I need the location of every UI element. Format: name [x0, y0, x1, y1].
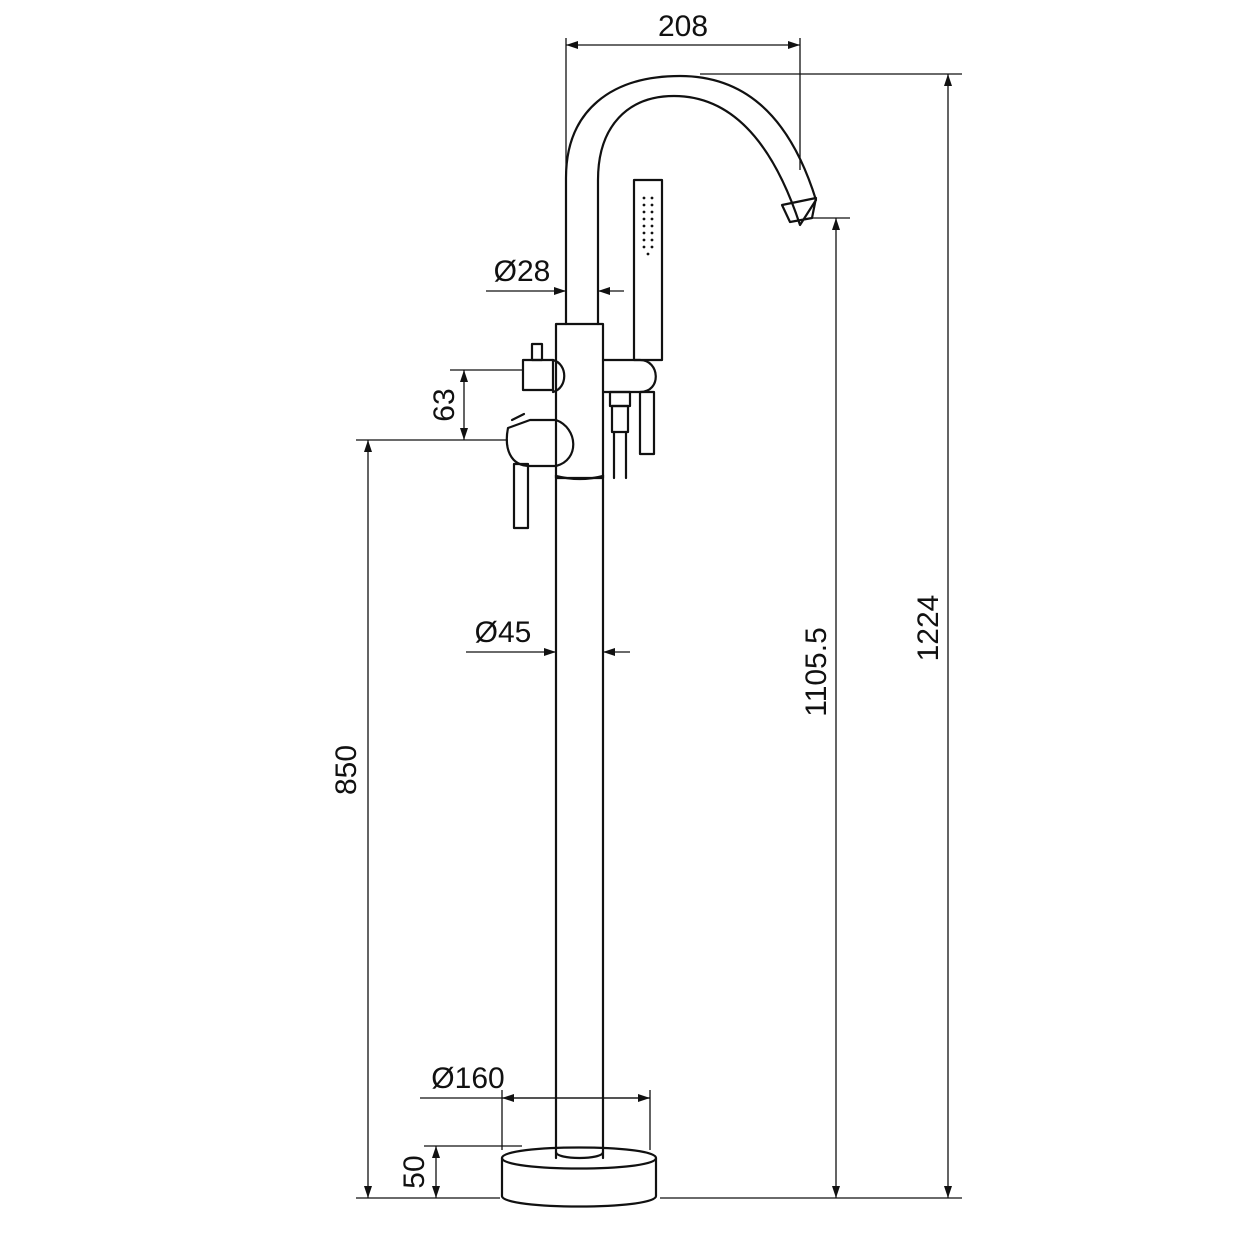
dimension-lines	[356, 38, 962, 1199]
hand-shower	[632, 178, 664, 362]
dim-label-45: Ø45	[475, 616, 532, 649]
dim-label-850: 850	[330, 745, 363, 795]
dim-label-63: 63	[428, 388, 461, 421]
mixer-lever	[505, 412, 575, 530]
dim-label-1224: 1224	[912, 595, 945, 662]
body-joint	[554, 474, 605, 481]
dim-label-1105: 1105.5	[800, 627, 833, 717]
faucet-outline	[500, 74, 818, 1208]
diverter-knob	[521, 342, 566, 394]
base-plate	[500, 1146, 658, 1208]
dim-label-208: 208	[658, 10, 708, 43]
dim-label-160: Ø160	[431, 1062, 504, 1095]
dimension-labels: 208 Ø28 63 Ø45 850 1105.5 1224 Ø160 50	[330, 10, 945, 1189]
spout-gooseneck	[564, 74, 818, 326]
dim-label-28: Ø28	[494, 255, 551, 288]
mixer-body	[554, 322, 605, 480]
dim-label-50: 50	[398, 1155, 431, 1188]
shower-nozzle-dots	[642, 196, 654, 256]
shower-holder	[601, 358, 657, 480]
